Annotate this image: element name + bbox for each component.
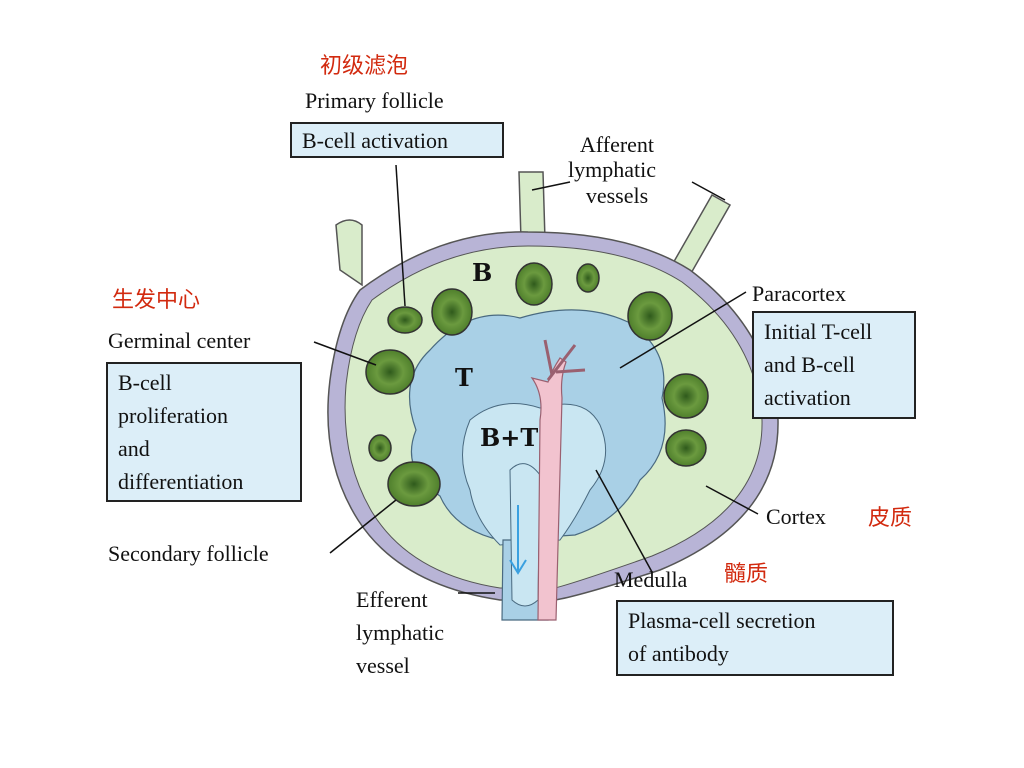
- primary-box-line-1: B-cell activation: [302, 128, 448, 153]
- zone-label-b-plus-t: B+T: [480, 423, 539, 452]
- zone-label-b: B: [472, 258, 493, 287]
- follicle-upper-right: [627, 291, 673, 341]
- afferent-vessel-left: [335, 219, 363, 287]
- germinal-box-line-1: B-cell: [118, 370, 172, 395]
- follicle-right-mid: [663, 373, 709, 419]
- blood-vessel-branches: [543, 339, 586, 381]
- germinal-center-follicle: [365, 349, 415, 395]
- germinal-center-label: Germinal center: [108, 328, 251, 353]
- efferent-label-line-2: lymphatic: [356, 620, 444, 645]
- efferent-label: Efferent lymphatic vessel: [356, 583, 444, 682]
- follicle-left-small: [368, 434, 392, 462]
- follicle-upper-left: [431, 288, 473, 336]
- primary-follicle: [387, 306, 423, 334]
- germinal-box-line-3: and: [118, 436, 150, 461]
- paracortex-box-line-1: Initial T-cell: [764, 319, 873, 344]
- germinal-box-line-2: proliferation: [118, 403, 228, 428]
- germinal-box-line-4: differentiation: [118, 469, 244, 494]
- primary-follicle-box: B-cell activation: [290, 122, 504, 158]
- efferent-label-line-1: Efferent: [356, 587, 428, 612]
- cn-medulla: 髓质: [724, 562, 769, 587]
- paracortex-box-line-2: and B-cell: [764, 352, 856, 377]
- afferent-vessel-middle: [518, 171, 546, 241]
- paracortex-label: Paracortex: [752, 281, 847, 306]
- afferent-label-line-3: vessels: [585, 182, 649, 208]
- paracortex-box: Initial T-cell and B-cell activation: [752, 311, 916, 419]
- germinal-center-box: B-cell proliferation and differentiation: [106, 362, 302, 502]
- efferent-vessel-inner: [509, 463, 541, 607]
- afferent-vessels: [335, 171, 732, 287]
- cortex-label: Cortex: [766, 504, 826, 529]
- primary-follicle-label: Primary follicle: [305, 88, 444, 113]
- cn-primary-follicle: 初级滤泡: [320, 54, 409, 79]
- cn-cortex: 皮质: [868, 506, 913, 531]
- blood-vessel: [530, 357, 567, 621]
- cn-germinal-center: 生发中心: [112, 288, 201, 313]
- afferent-label-line-2: lymphatic: [568, 157, 656, 183]
- medulla-box-line-1: Plasma-cell secretion: [628, 608, 816, 633]
- medulla-label: Medulla: [614, 567, 688, 592]
- follicle-top-center: [515, 262, 553, 306]
- secondary-follicle-label: Secondary follicle: [108, 541, 269, 566]
- zone-label-t: T: [455, 363, 473, 392]
- follicles: [365, 262, 709, 507]
- secondary-follicle: [387, 461, 441, 507]
- afferent-vessel-right: [670, 193, 732, 277]
- efferent-label-line-3: vessel: [356, 653, 410, 678]
- efferent-flow-arrow-icon: [509, 505, 527, 575]
- afferent-label-line-1: Afferent: [579, 132, 655, 157]
- paracortex-box-line-3: activation: [764, 385, 851, 410]
- follicle-right-low: [665, 429, 707, 467]
- follicle-top-right: [576, 263, 600, 293]
- medulla-box: Plasma-cell secretion of antibody: [616, 600, 894, 676]
- medulla-box-line-2: of antibody: [628, 641, 729, 666]
- leader-lines: [313, 164, 759, 594]
- afferent-label: Afferent lymphatic vessels: [568, 132, 656, 208]
